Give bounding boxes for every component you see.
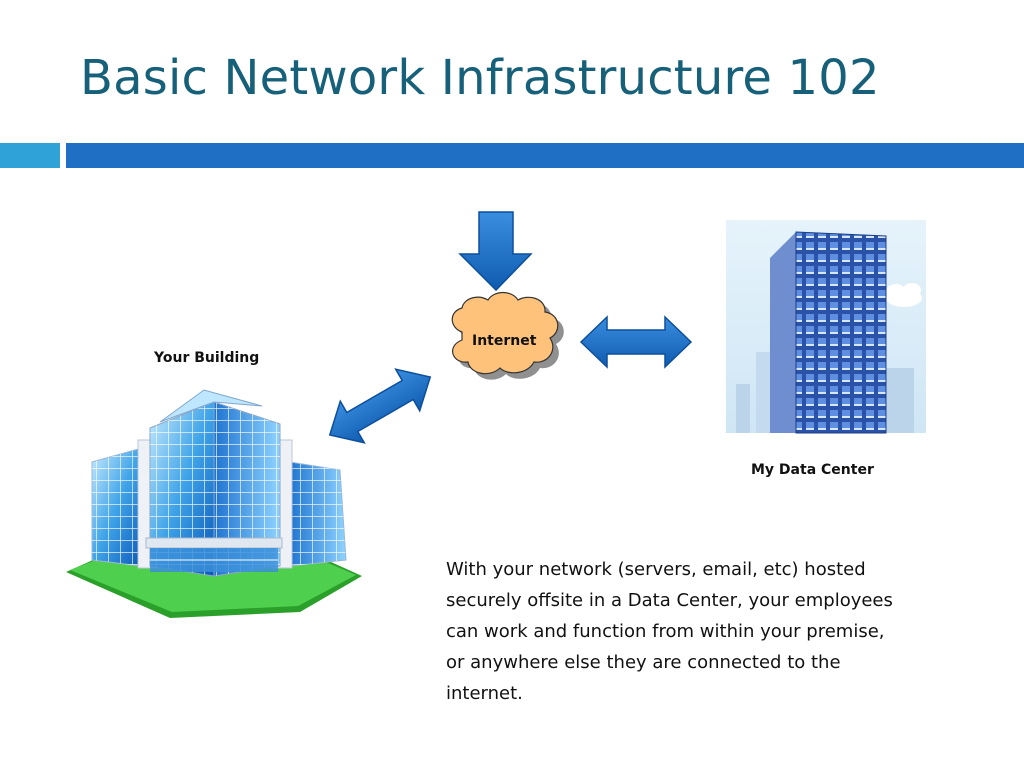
double-arrow-icon [579,315,693,369]
body-paragraph: With your network (servers, email, etc) … [446,559,893,704]
slide-title: Basic Network Infrastructure 102 [80,50,880,106]
internet-label: Internet [472,333,537,349]
accent-bar-right [66,143,1024,168]
data-center-label: My Data Center [751,462,874,478]
skyscraper-icon [726,220,926,434]
accent-bar-left [0,143,60,168]
cloud-icon [451,291,564,380]
your-building-label: Your Building [154,350,260,366]
double-arrow-icon [328,368,432,444]
office-building-icon [66,389,362,618]
down-arrow-icon [458,211,533,292]
